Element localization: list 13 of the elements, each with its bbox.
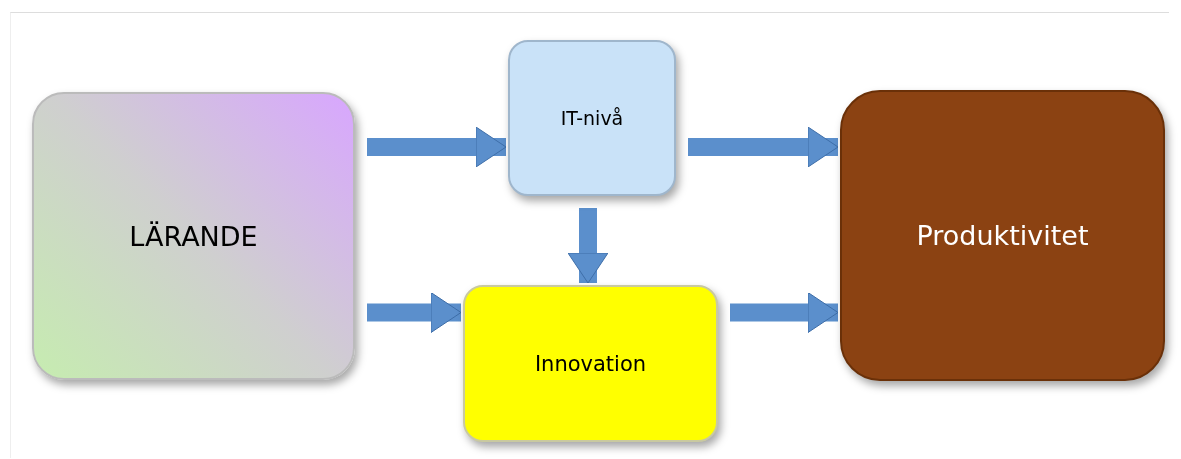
node-label: IT-nivå <box>560 107 624 129</box>
node-label: Innovation <box>534 351 647 376</box>
block-arrow <box>367 126 507 168</box>
block-arrow <box>567 208 609 284</box>
node-label: Produktivitet <box>916 220 1089 251</box>
block-arrow <box>688 126 839 168</box>
learning-box <box>32 92 355 380</box>
innovation-box <box>463 285 718 442</box>
node-label: LÄRANDE <box>129 220 258 252</box>
it-level-box <box>508 40 676 196</box>
productivity-box <box>840 90 1165 381</box>
block-arrow <box>367 292 462 333</box>
block-arrow <box>730 292 839 333</box>
